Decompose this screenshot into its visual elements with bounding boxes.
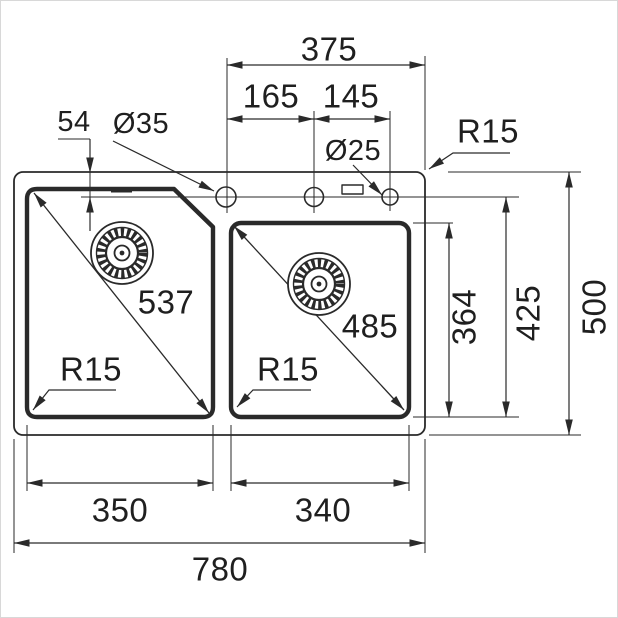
- label-hole-dia-large: Ø35: [113, 108, 169, 140]
- deck-emboss-rect: [341, 184, 364, 195]
- label-hole-pitch-left: 165: [243, 78, 300, 115]
- label-right-bowl-diagonal: 485: [342, 308, 399, 345]
- label-hole-pitch-right: 145: [323, 78, 380, 115]
- right-drain-strainer: [288, 253, 350, 315]
- label-top-width: 375: [301, 31, 358, 68]
- left-bowl-diagonal-arrow: [33, 192, 210, 414]
- label-left-bowl-diagonal: 537: [138, 284, 195, 321]
- label-edge-to-hole: 54: [57, 106, 90, 138]
- leader-r15-top-right: [428, 152, 510, 170]
- label-front-to-hole-axis: 425: [510, 285, 547, 342]
- label-overall-depth: 500: [576, 279, 613, 336]
- label-bowl-inner-depth: 364: [446, 289, 483, 346]
- label-overall-width: 780: [192, 551, 249, 588]
- leader-r15-left-bowl: [32, 389, 116, 411]
- label-left-bowl-width: 350: [92, 492, 149, 529]
- leader-dia25: [352, 164, 383, 196]
- label-right-bowl-width: 340: [295, 492, 352, 529]
- leader-r15-right-bowl: [236, 389, 311, 408]
- leader-dia35: [112, 140, 215, 192]
- label-hole-dia-small: Ø25: [325, 135, 381, 167]
- label-right-bowl-radius: R15: [257, 351, 319, 388]
- extension-lines: [13, 56, 581, 553]
- label-left-bowl-radius: R15: [60, 351, 122, 388]
- right-bowl-diagonal-arrow: [233, 225, 405, 411]
- label-rim-radius: R15: [457, 113, 519, 150]
- dimension-lines: [14, 61, 573, 547]
- overflow-slot: [111, 187, 132, 193]
- left-drain-strainer: [91, 222, 153, 284]
